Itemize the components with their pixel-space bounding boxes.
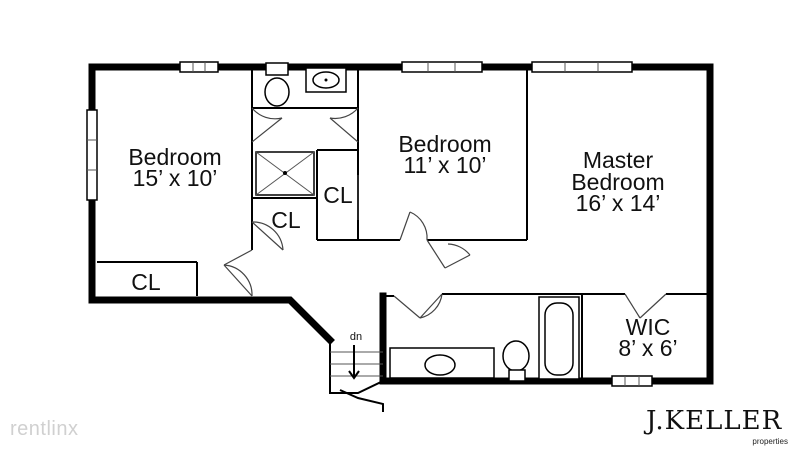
room-labels: Bedroom 15’ x 10’ Bedroom 11’ x 10’ Mast… (128, 131, 677, 361)
room-size-bedroom-left: 15’ x 10’ (133, 165, 218, 191)
room-name-master-line1: Master (583, 147, 654, 173)
stairs-label: dn (350, 331, 362, 343)
brand-sub: properties (752, 437, 788, 446)
closet-label-hall-lower: CL (271, 207, 301, 233)
room-size-bedroom-middle: 11’ x 10’ (403, 152, 486, 178)
interior-walls (97, 67, 710, 381)
rentlinx-watermark: rentlinx (10, 418, 79, 440)
stairs (329, 340, 384, 412)
room-size-master: 16’ x 14’ (576, 190, 661, 216)
room-name-bedroom-left: Bedroom (128, 144, 221, 170)
exterior-walls (88, 63, 714, 385)
windows (86, 61, 653, 387)
closet-label-left-bedroom: CL (131, 269, 161, 295)
brand-name: J.KELLER (646, 406, 783, 436)
room-name-wic: WIC (626, 314, 671, 340)
room-name-master-line2: Bedroom (571, 169, 664, 195)
shower-stall (255, 151, 315, 196)
closet-label-hall-upper: CL (323, 182, 353, 208)
room-size-wic: 8’ x 6’ (618, 335, 677, 361)
doors (223, 107, 667, 319)
lower-bath-fixtures (389, 296, 580, 382)
jkeller-logo: J.KELLER properties (640, 404, 796, 448)
room-name-bedroom-middle: Bedroom (398, 131, 491, 157)
upper-bath-fixtures (264, 62, 347, 107)
